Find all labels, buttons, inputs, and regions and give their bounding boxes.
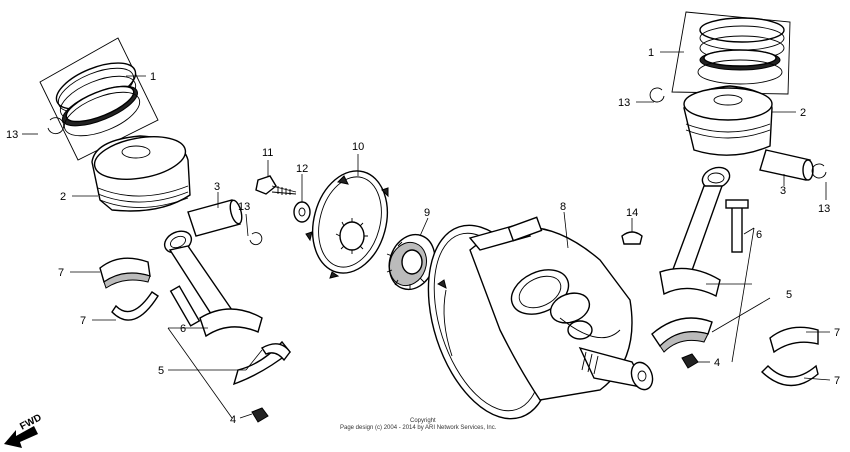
callout-4-left: 4	[230, 414, 236, 426]
callout-7-right-top: 7	[834, 327, 840, 339]
circlip-right-mid	[811, 163, 827, 179]
bolt	[255, 175, 297, 195]
callout-11: 11	[262, 147, 273, 159]
callout-7-right-bottom: 7	[834, 375, 840, 387]
callout-1-left: 1	[150, 71, 156, 83]
callout-7-left-top: 7	[58, 267, 64, 279]
bearing-shell-left-bottom	[111, 291, 159, 321]
callout-7-left-bottom: 7	[80, 315, 86, 327]
copyright-notice: Page design (c) 2004 - 2014 by ARI Netwo…	[340, 425, 497, 431]
circlip-right-top	[649, 87, 665, 103]
callout-5-right: 5	[786, 289, 792, 301]
callout-14: 14	[626, 207, 638, 219]
bearing-shell-right-top	[769, 326, 819, 354]
rod-nut-left	[251, 407, 269, 423]
callout-8: 8	[560, 201, 566, 213]
callout-5-left: 5	[158, 365, 164, 377]
callout-3-right: 3	[780, 185, 786, 197]
callout-13-right-mid: 13	[818, 203, 830, 215]
bearing-shell-left-top	[99, 257, 151, 289]
crank-gear	[386, 233, 436, 291]
copyright-title: Copyright	[410, 418, 436, 424]
callout-6-right: 6	[756, 229, 762, 241]
connecting-rod-right	[659, 166, 749, 298]
callout-6-left: 6	[180, 323, 186, 335]
callout-9: 9	[424, 207, 430, 219]
washer	[293, 201, 311, 223]
callout-13-left-top: 13	[6, 129, 18, 141]
bearing-shell-right-bottom	[760, 364, 819, 387]
arrow-icon	[4, 426, 38, 448]
rod-cap-right	[651, 317, 713, 353]
callout-13-right-top: 13	[618, 97, 630, 109]
piston-right	[683, 85, 773, 156]
piston-rings-right	[671, 11, 791, 95]
crankshaft	[427, 216, 633, 420]
piston-left	[91, 135, 191, 212]
rod-cap-left	[232, 340, 291, 386]
callout-3-left: 3	[214, 181, 220, 193]
callout-1-right: 1	[648, 47, 654, 59]
callout-2-left: 2	[60, 191, 66, 203]
connecting-rod-left	[163, 230, 263, 338]
woodruff-key	[621, 231, 643, 245]
callout-12: 12	[296, 163, 308, 175]
callout-10: 10	[352, 141, 364, 153]
callout-4-right: 4	[714, 357, 720, 369]
starter-plate	[305, 170, 389, 279]
circlip-left-mid	[249, 232, 263, 246]
callout-2-right: 2	[800, 107, 806, 119]
piston-pin-right	[759, 149, 814, 181]
piston-pin-left	[187, 199, 243, 237]
leader-lines	[22, 51, 831, 419]
callout-13-left-mid: 13	[238, 201, 250, 213]
crankshaft-end	[578, 346, 654, 391]
rod-nut-right	[681, 353, 699, 369]
rod-bolt-right	[731, 205, 743, 253]
fwd-arrow: FWD	[4, 412, 44, 448]
circlip-left-top	[47, 117, 65, 135]
piston-rings-left	[39, 37, 159, 161]
